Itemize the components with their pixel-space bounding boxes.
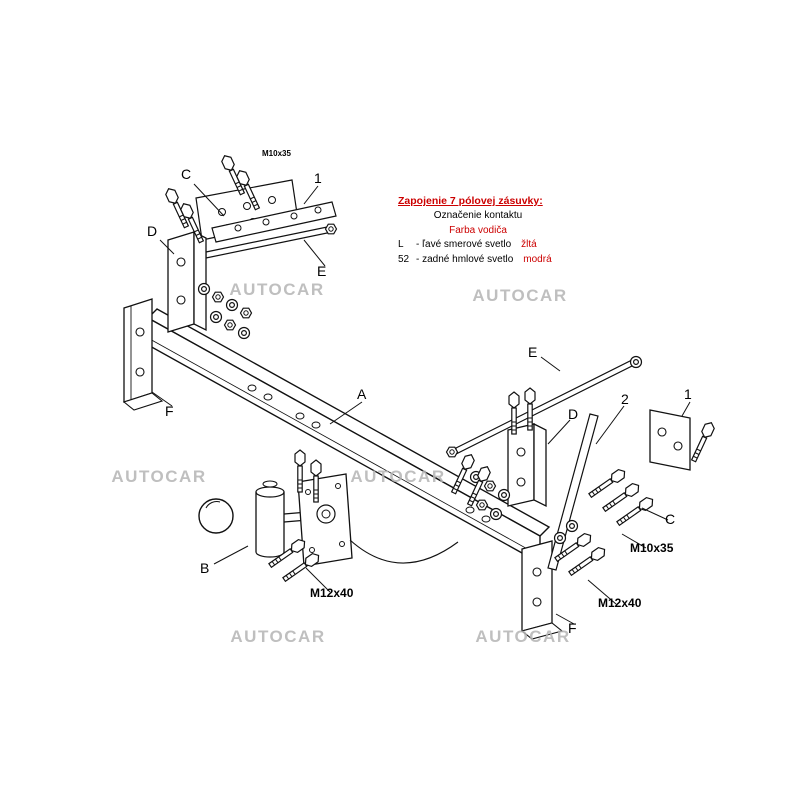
wiring-desc: - ľavé smerové svetlo (416, 239, 512, 251)
wiring-color: žltá (521, 239, 537, 251)
part-label-c-right: C (665, 511, 676, 527)
wiring-note-row: 52 - zadné hmlové svetlo modrá (398, 253, 558, 268)
part-label-2: 2 (621, 391, 629, 407)
part-label-f-left: F (165, 403, 174, 419)
diagonal-strap-2 (547, 413, 599, 571)
autocar-watermark: AUTOCAR (111, 467, 207, 486)
part-label-1-top: 1 (314, 170, 322, 186)
autocar-watermark: AUTOCAR (475, 627, 571, 646)
leader-lines (151, 183, 691, 625)
autocar-watermark: AUTOCAR (350, 467, 446, 486)
wiring-desc: - zadné hmlové svetlo (416, 253, 514, 265)
part-label-c-top: C (181, 166, 192, 182)
part-label-a: A (357, 386, 367, 402)
part-label-1-right: 1 (684, 386, 692, 402)
part-label-d-right: D (568, 406, 579, 422)
wiring-note: Zapojenie 7 pólovej zásuvky: Označenie k… (398, 194, 558, 267)
part-label-e-right: E (528, 344, 538, 360)
part-label-d-top: D (147, 223, 158, 239)
wiring-note-row: L - ľavé smerové svetlo žltá (398, 238, 558, 253)
part-label-m10x35-top: M10x35 (262, 149, 291, 158)
bolt-label-m12x40-right: M12x40 (598, 596, 642, 610)
wiring-note-title: Zapojenie 7 pólovej zásuvky: (398, 195, 543, 207)
cable-curve (349, 539, 459, 564)
right-bracket-d (507, 422, 547, 508)
tow-ball (198, 498, 234, 534)
wiring-note-column-header: Farba vodiča (449, 224, 507, 236)
bolt-label-m12x40-left: M12x40 (310, 586, 354, 600)
autocar-watermark: AUTOCAR (229, 280, 325, 299)
part-label-f-right: F (568, 620, 577, 636)
bolt-label-m10x35: M10x35 (630, 541, 674, 555)
wiring-note-subtitle: Označenie kontaktu (433, 210, 523, 222)
upper-left-bracket-d (167, 230, 207, 333)
part-label-b: B (200, 560, 210, 576)
left-end-plate-f (122, 298, 164, 411)
wiring-pin: 52 (398, 253, 410, 265)
right-end-plate-f (520, 540, 564, 640)
wiring-color: modrá (523, 253, 552, 265)
autocar-watermark: AUTOCAR (230, 627, 326, 646)
part-label-e-top: E (317, 263, 327, 279)
socket-holder-plate (297, 473, 459, 567)
right-side-plate-1 (649, 409, 691, 471)
upper-left-strap-plate-1 (211, 201, 337, 243)
wiring-pin: L (398, 239, 404, 251)
ball-pin-cylinder (255, 480, 316, 558)
stabilizer-rod-e (445, 355, 643, 458)
autocar-watermark: AUTOCAR (472, 286, 568, 305)
